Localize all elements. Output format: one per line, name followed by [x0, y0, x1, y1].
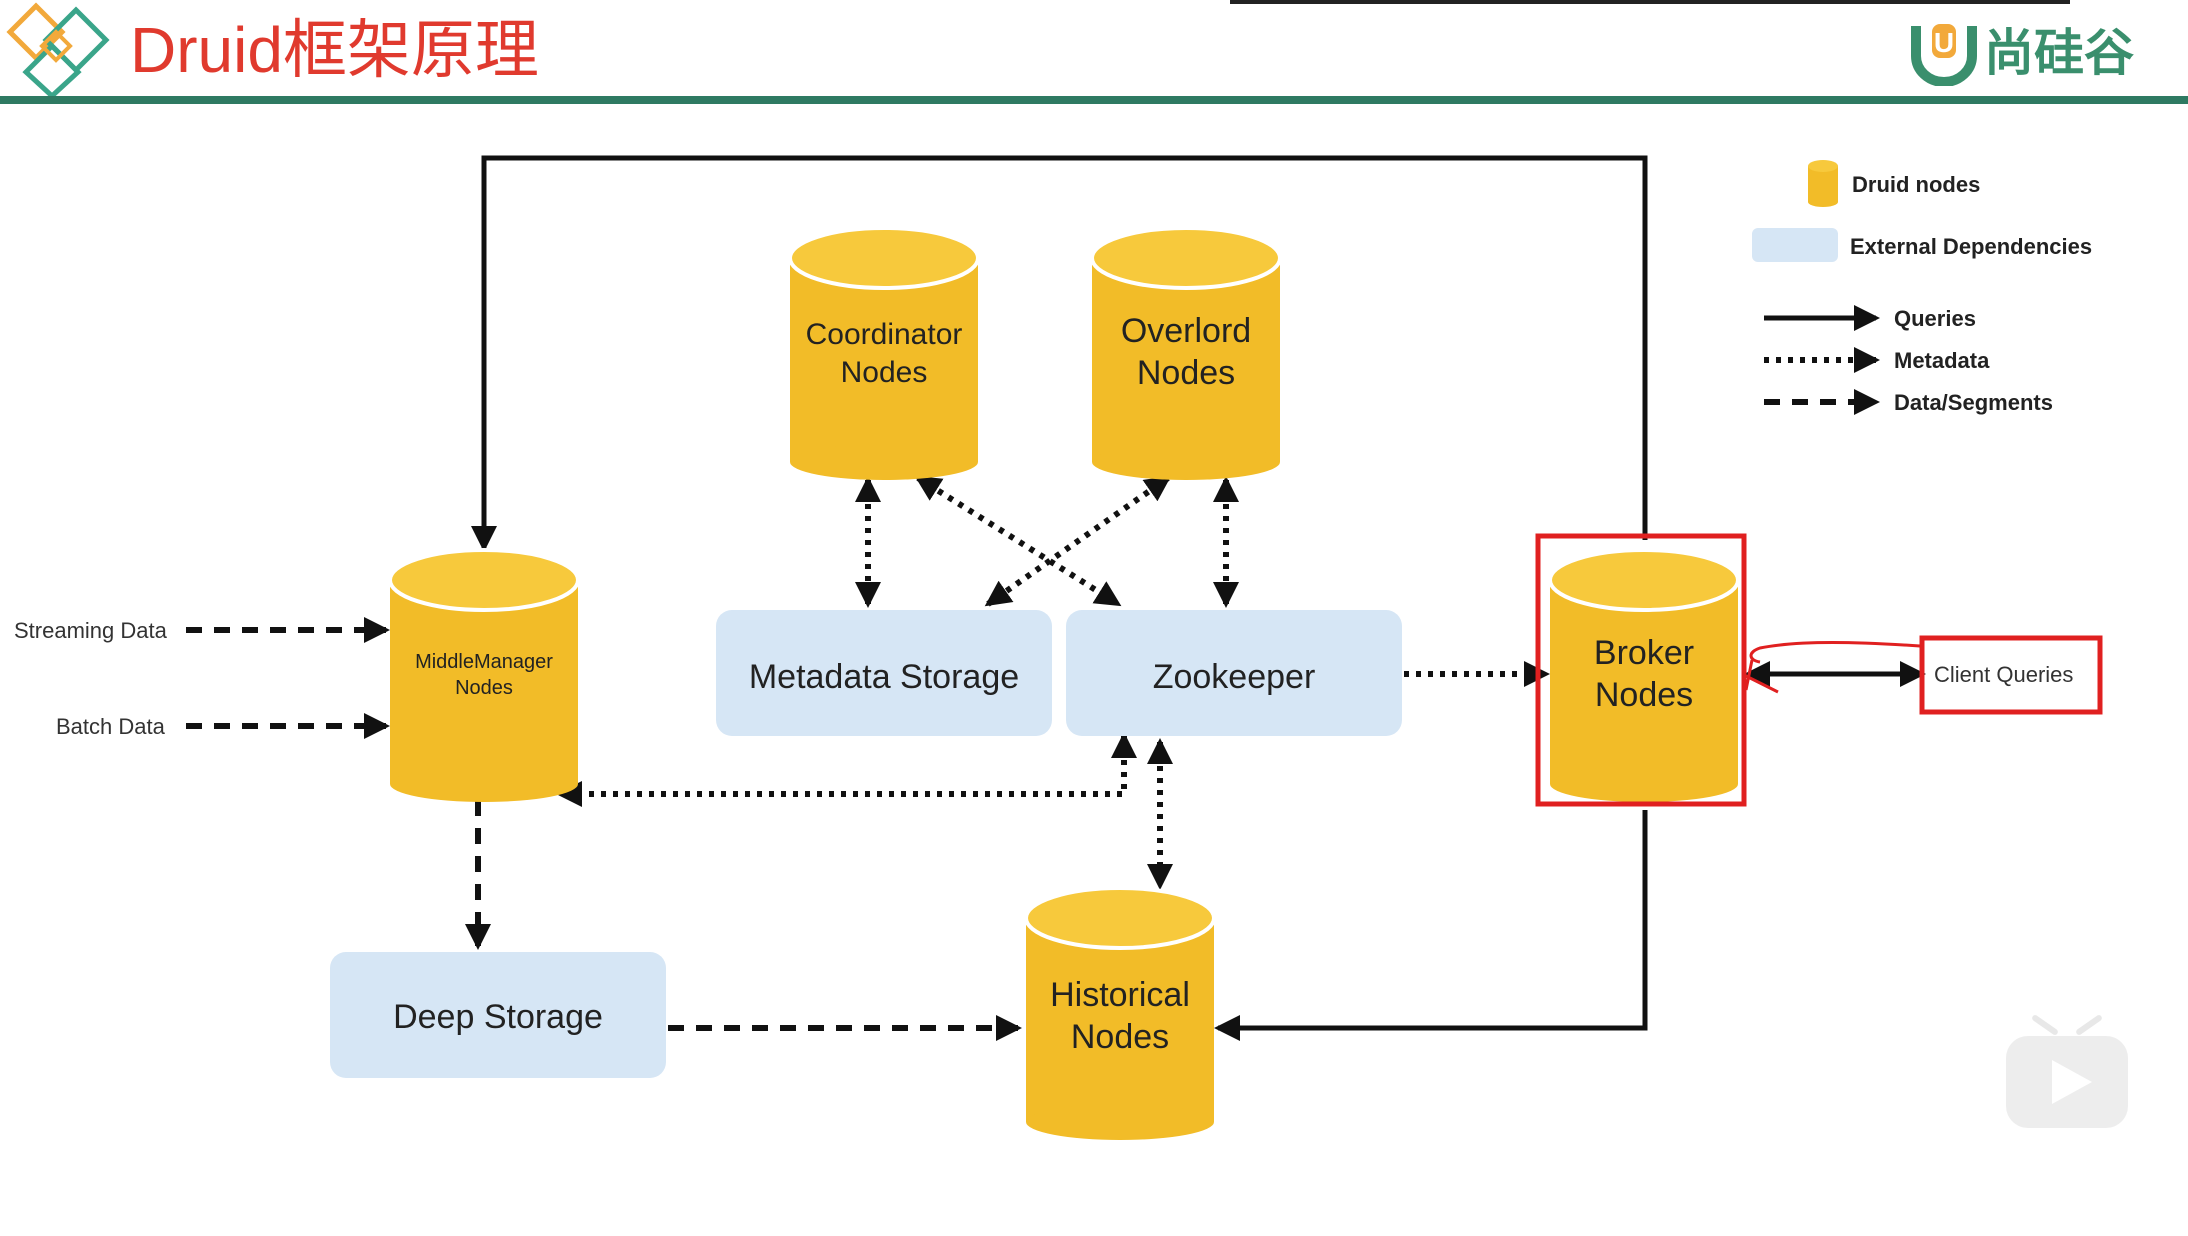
- historical-label-line2: Nodes: [1071, 1018, 1169, 1056]
- query-connectors: [471, 155, 1926, 1041]
- client-queries-highlight-box: [1919, 635, 2103, 715]
- hand-drawn-red-arrow: [1744, 641, 1921, 694]
- overlord-label-line1: Overlord: [1121, 312, 1251, 350]
- brand-u-logo-icon: U: [1911, 24, 1977, 86]
- streaming-data-label: Streaming Data: [14, 618, 168, 643]
- page-title: Druid框架原理: [130, 14, 539, 86]
- legend: Druid nodes External Dependencies Querie…: [1752, 160, 2092, 415]
- coordinator-node: Coordinator Nodes: [788, 226, 980, 480]
- overlord-label-line2: Nodes: [1137, 354, 1235, 392]
- client-queries-label: Client Queries: [1934, 662, 2073, 687]
- broker-to-historical-query: [1214, 810, 1648, 1041]
- legend-druid-nodes-label: Druid nodes: [1852, 172, 1980, 197]
- video-play-button[interactable]: [2006, 1036, 2128, 1128]
- broker-highlight-box: [1535, 533, 1747, 807]
- legend-external-deps: External Dependencies: [1752, 228, 2092, 262]
- metadata-connectors: [556, 475, 1550, 890]
- legend-metadata-label: Metadata: [1894, 348, 1990, 373]
- legend-queries: Queries: [1764, 305, 1976, 331]
- broker-label-line1: Broker: [1594, 634, 1694, 672]
- overlord-metadata-link: [984, 475, 1172, 607]
- middlemanager-label-line1: MiddleManager: [415, 651, 553, 673]
- legend-metadata: Metadata: [1764, 347, 1990, 373]
- top-divider: [1230, 0, 2070, 4]
- header-divider: [0, 96, 2188, 104]
- deep-storage-label: Deep Storage: [393, 998, 603, 1036]
- legend-queries-label: Queries: [1894, 306, 1976, 331]
- header-bar: Druid框架原理 U 尚硅谷: [0, 0, 2188, 104]
- deep-storage-box: Deep Storage: [330, 952, 666, 1078]
- historical-node: Historical Nodes: [1024, 886, 1216, 1140]
- legend-druid-nodes: Druid nodes: [1808, 160, 1980, 207]
- historical-label-line1: Historical: [1050, 976, 1190, 1014]
- batch-data-label: Batch Data: [56, 714, 166, 739]
- metadata-storage-box: Metadata Storage: [716, 610, 1052, 736]
- svg-text:U: U: [1934, 27, 1954, 58]
- broker-label-line2: Nodes: [1595, 676, 1693, 714]
- broker-node: Broker Nodes: [1548, 548, 1740, 802]
- zookeeper-label: Zookeeper: [1153, 658, 1316, 696]
- coordinator-label-line2: Nodes: [841, 356, 928, 389]
- overlord-node: Overlord Nodes: [1090, 226, 1282, 480]
- legend-external-deps-label: External Dependencies: [1850, 234, 2092, 259]
- broker-to-middlemanager-query: [471, 155, 1648, 552]
- legend-data-segments: Data/Segments: [1764, 389, 2053, 415]
- brand-name: 尚硅谷: [1984, 25, 2134, 81]
- legend-data-segments-label: Data/Segments: [1894, 390, 2053, 415]
- coordinator-label-line1: Coordinator: [806, 318, 963, 351]
- data-connectors: [186, 617, 1022, 1041]
- middlemanager-label-line2: Nodes: [455, 677, 513, 699]
- metadata-storage-label: Metadata Storage: [749, 658, 1019, 696]
- zookeeper-box: Zookeeper: [1066, 610, 1402, 736]
- middlemanager-node: MiddleManager Nodes: [388, 548, 580, 802]
- zookeeper-middlemanager-link: [556, 732, 1137, 807]
